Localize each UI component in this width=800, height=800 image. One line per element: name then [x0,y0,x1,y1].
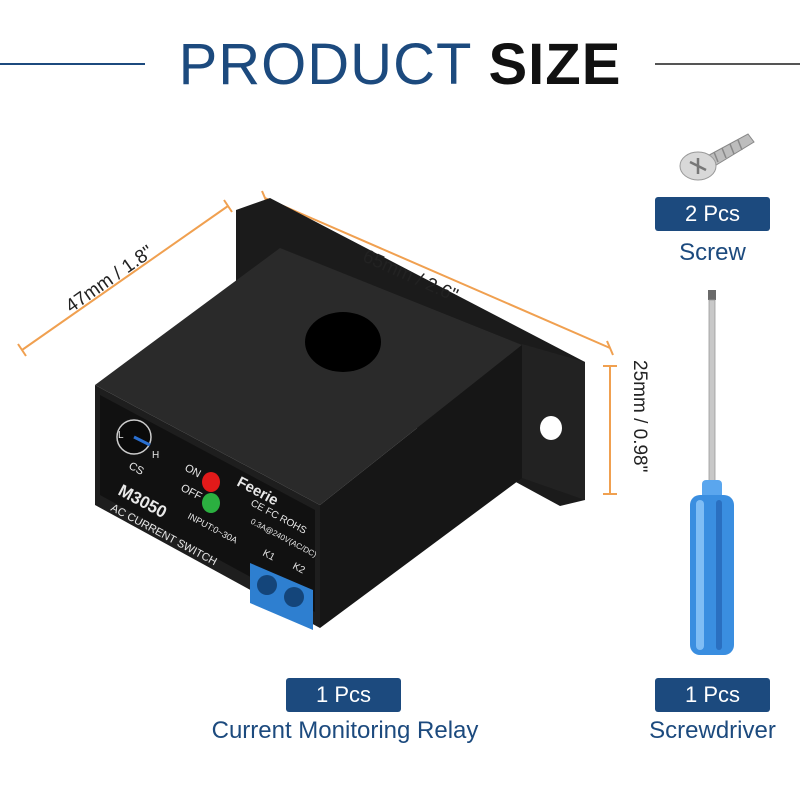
title-word-size: SIZE [488,32,622,97]
header-rule-left [0,63,145,65]
relay-qty-badge: 1 Pcs [286,678,401,712]
relay-caption: Current Monitoring Relay [211,717,479,744]
relay-knob-l: L [118,430,124,441]
screwdriver-icon [690,290,734,655]
relay-knob-h: H [152,450,159,461]
dimension-height: 25mm / 0.98" [629,360,650,473]
screwdriver-qty-badge: 1 Pcs [655,678,770,712]
screw-icon [679,133,755,181]
screw-qty-badge: 2 Pcs [655,197,770,231]
screwdriver-caption: Screwdriver [649,717,776,744]
relay-k1: K1 [261,548,277,564]
page-title: PRODUCT SIZE [0,30,800,100]
dimension-lines [17,190,617,495]
header-rule-right [655,63,800,65]
title-word-product: PRODUCT [178,32,472,97]
relay-k2: K2 [291,561,307,577]
screw-caption: Screw [679,239,746,266]
